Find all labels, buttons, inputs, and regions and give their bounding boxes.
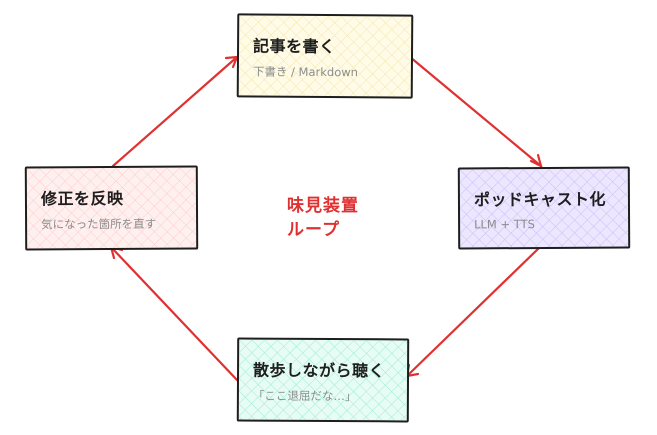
hatch-fill [459,168,629,248]
arrow-revise-to-write [111,55,239,168]
node-title: 記事を書く [253,36,336,57]
node-subtitle: 下書き / Markdown [252,64,359,80]
node-title: 修正を反映 [40,188,124,209]
hatch-fill [238,15,412,97]
node-title: ポッドキャスト化 [473,189,607,210]
arrow-listen-to-revise [109,245,239,382]
hatch-fill [238,339,408,421]
node-subtitle: 「ここ退屈だな…」 [252,388,357,404]
node-write-article[interactable]: 記事を書く 下書き / Markdown [236,13,414,99]
node-podcastify[interactable]: ポッドキャスト化 LLM + TTS [457,166,631,250]
node-apply-revisions[interactable]: 修正を反映 気になった箇所を直す [24,165,199,251]
arrow-write-to-podcast [408,55,543,168]
node-listen-while-walking[interactable]: 散歩しながら聴く 「ここ退屈だな…」 [236,337,410,423]
arrow-podcast-to-listen [405,246,541,378]
center-label-line1: 味見装置 [287,196,359,216]
center-label-line2: ループ [287,220,340,240]
node-title: 散歩しながら聴く [253,360,386,381]
center-label: 味見装置 ループ [287,194,359,242]
node-subtitle: LLM + TTS [474,217,535,232]
node-subtitle: 気になった箇所を直す [41,216,157,232]
hatch-fill [26,167,197,249]
